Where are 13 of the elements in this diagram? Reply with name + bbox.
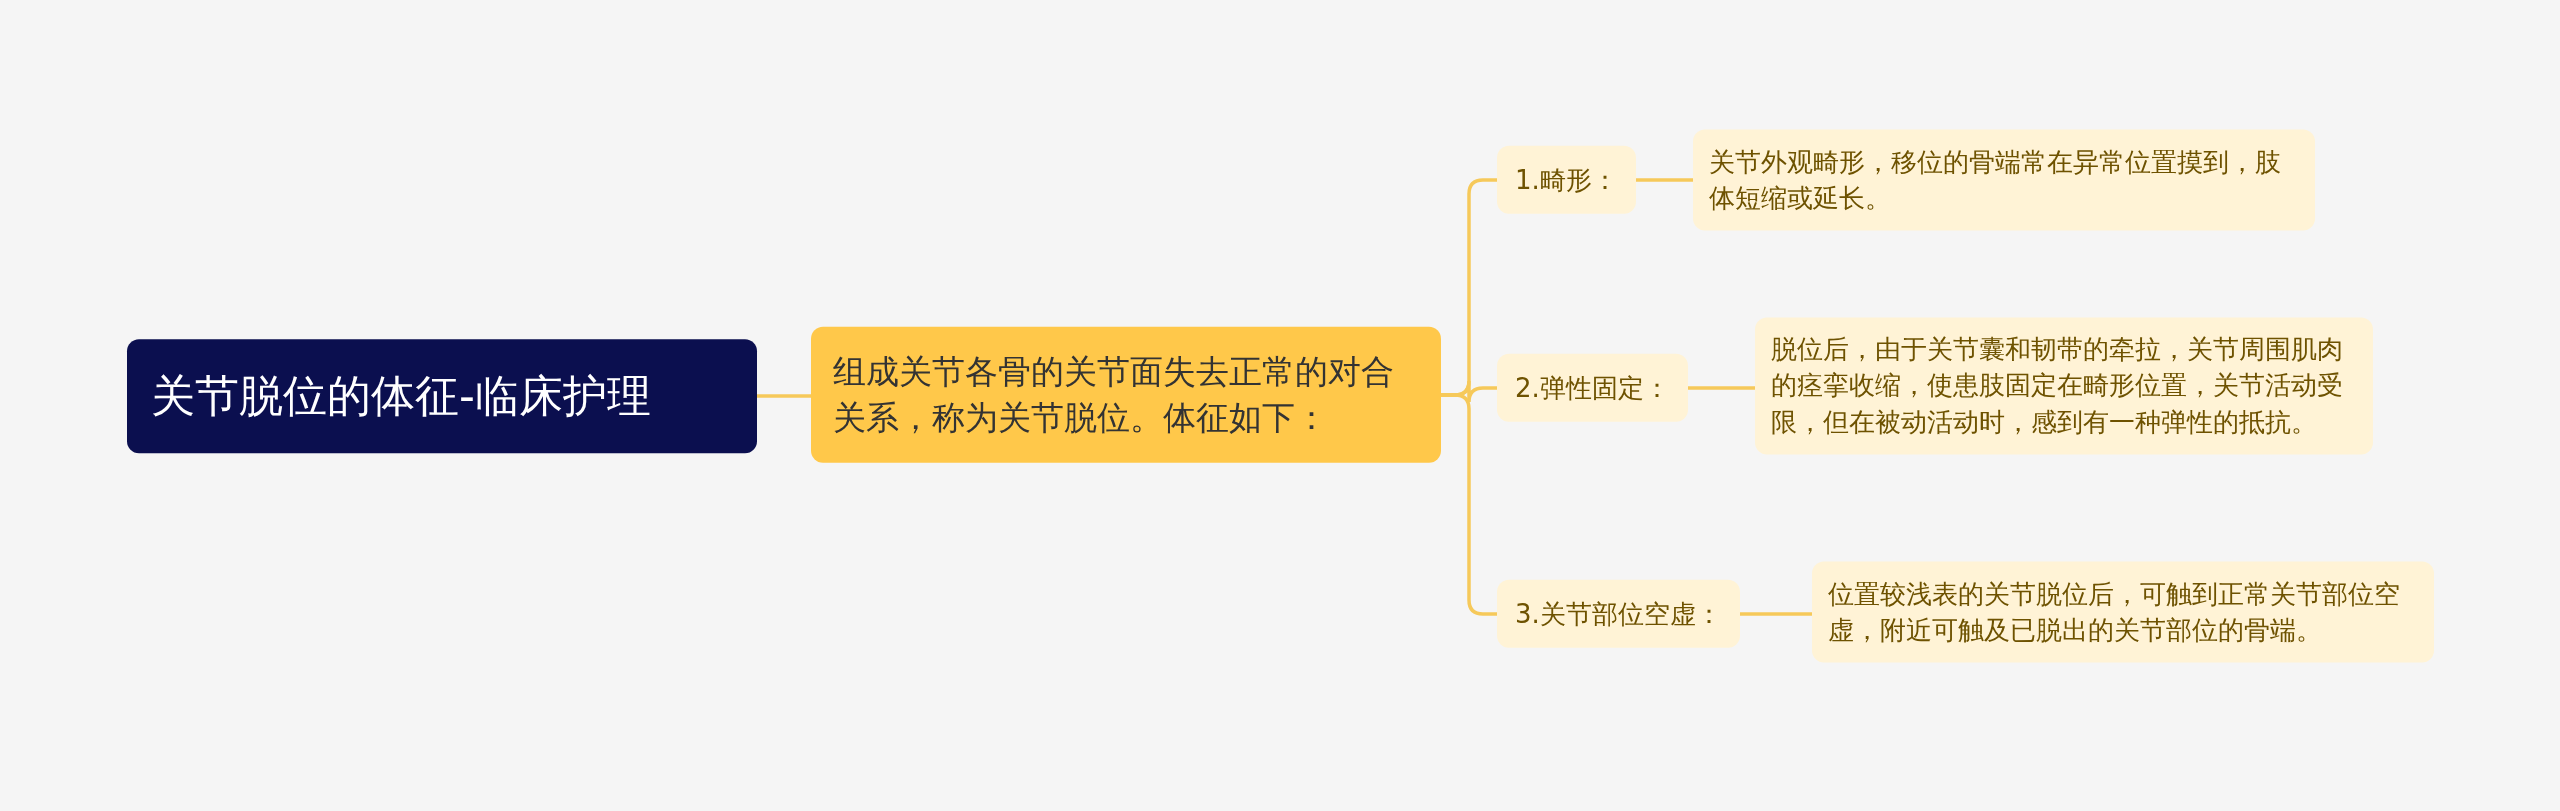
subtopic-box: 1.畸形：: [1497, 145, 1636, 215]
subtopic-box: 2.弹性固定：: [1497, 353, 1688, 423]
connector-line: [1740, 612, 1812, 616]
root-topic-box: 关节脱位的体征-临床护理: [127, 339, 757, 453]
connector-line: [757, 394, 811, 398]
connector-line: [1441, 393, 1497, 616]
connector-line: [1636, 178, 1693, 182]
main-topic-box: 组成关节各骨的关节面失去正常的对合关系，称为关节脱位。体征如下：: [811, 326, 1441, 464]
detail-box: 关节外观畸形，移位的骨端常在异常位置摸到，肢体短缩或延长。: [1693, 129, 2315, 231]
detail-box: 位置较浅表的关节脱位后，可触到正常关节部位空虚，附近可触及已脱出的关节部位的骨端。: [1812, 561, 2434, 663]
detail-box: 脱位后，由于关节囊和韧带的牵拉，关节周围肌肉的痉挛收缩，使患肢固定在畸形位置，关节活动受限，但在被动活动时，感到有一种弹性的抵抗。: [1755, 317, 2373, 455]
connector-line: [1688, 386, 1755, 390]
subtopic-box: 3.关节部位空虚：: [1497, 579, 1740, 649]
